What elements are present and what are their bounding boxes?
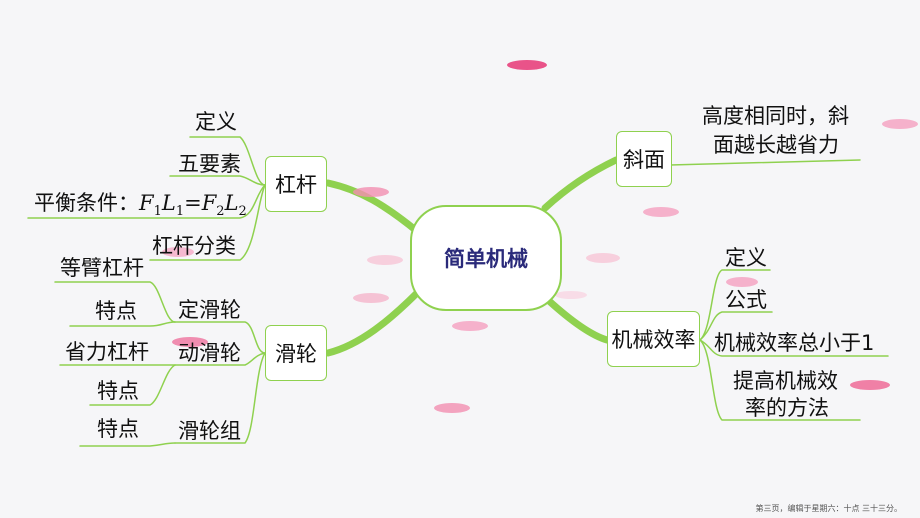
connector-lever [324,179,422,236]
connector-efficiency [544,296,611,344]
efficiency-always-less-than-one: 机械效率总小于1 [714,331,875,355]
pulley-node: 滑轮 [265,325,327,381]
fixed-pulley: 定滑轮 [178,298,241,322]
pulley-block: 滑轮组 [178,419,241,443]
connector-incline [541,156,620,212]
lever-classification: 杠杆分类 [152,234,236,258]
lever-definition: 定义 [195,110,237,134]
movable-pulley: 动滑轮 [178,341,241,365]
page-footer: 第三页，编辑于星期六：十点 三十三分。 [755,504,902,513]
efficiency-node: 机械效率 [607,311,700,367]
incline-note-line2: 面越长越省力 [713,133,839,157]
pulley-branches [54,281,266,447]
force-saving-lever: 省力杠杆 [65,340,149,364]
improve-efficiency-line1: 提高机械效 [733,369,838,393]
balance-label: 平衡条件： [34,191,139,215]
efficiency-formula: 公式 [725,288,767,312]
lever-balance-condition: 平衡条件：F1L1=F2L2 [34,191,247,224]
incline-note-line1: 高度相同时，斜 [702,104,849,128]
improve-efficiency-line2: 率的方法 [745,396,829,420]
lever-node: 杠杆 [265,156,327,212]
efficiency-definition: 定义 [725,246,767,270]
heart-decorations [162,60,918,413]
lever-branches [27,136,266,261]
incline-node: 斜面 [616,131,672,187]
equal-arm-lever: 等臂杠杆 [60,256,144,280]
balance-formula: F1L1=F2L2 [139,191,247,220]
pulley-block-feature: 特点 [97,417,139,441]
lever-five-elements: 五要素 [178,152,241,176]
movable-pulley-feature: 特点 [97,379,139,403]
fixed-pulley-feature: 特点 [95,299,137,323]
connector-pulley [324,288,422,357]
efficiency-branches [699,269,889,421]
incline-underline [669,159,861,166]
central-topic: 简单机械 [410,205,562,311]
